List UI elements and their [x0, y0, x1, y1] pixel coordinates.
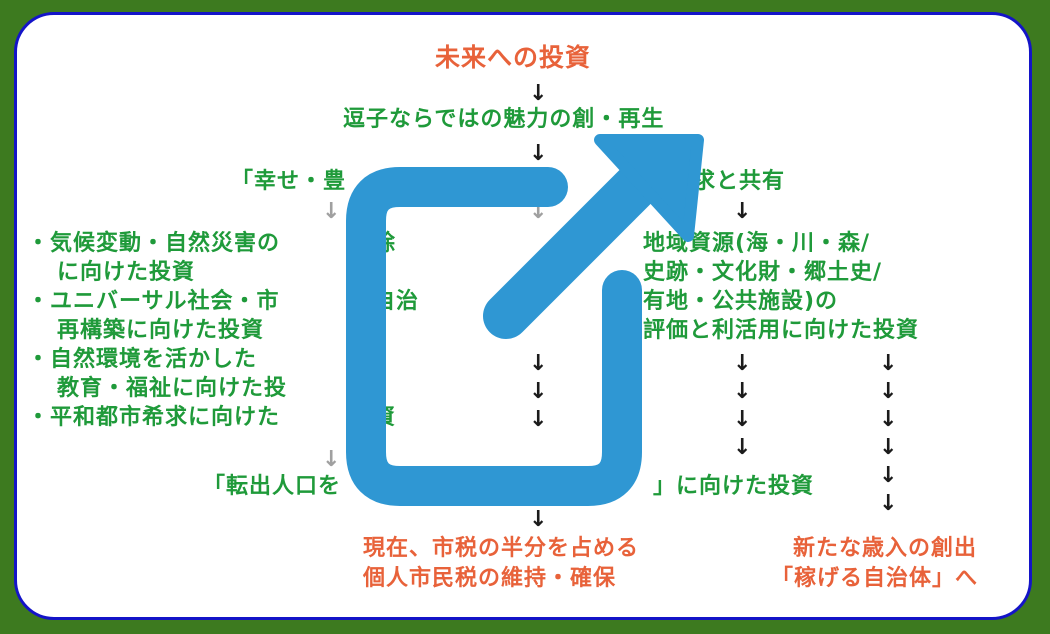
right-item-line1: 地域資源(海・川・森/ — [643, 231, 871, 256]
left-item-1-line1b: 除 — [373, 231, 397, 256]
arrow-down: ↓ — [733, 351, 752, 376]
diagram-panel: 未来への投資 ↓ 逗子ならではの魅力の創・再生 ↓ 「幸せ・豊 値 求と共有 ↓… — [14, 12, 1032, 620]
arrow-down: ↓ — [733, 407, 752, 432]
arrow-down: ↓ — [322, 199, 341, 224]
arrow-down: ↓ — [529, 199, 548, 224]
bottom-heading-right: 」に向けた投資 — [653, 474, 815, 499]
arrow-down: ↓ — [529, 379, 548, 404]
arrow-down: ↓ — [879, 407, 898, 432]
diagram-title: 未来への投資 — [435, 43, 592, 72]
left-item-4-line1: ・平和都市希求に向けた — [27, 405, 281, 430]
right-item-line2: 史跡・文化財・郷土史/ — [643, 260, 883, 285]
left-item-4-line1b: 資 — [373, 405, 397, 430]
left-item-3-line2: 教育・福祉に向けた投 — [57, 376, 288, 401]
outcome-right-line1: 新たな歳入の創出 — [793, 536, 978, 561]
arrow-down: ↓ — [879, 491, 898, 516]
outcome-left-line2: 個人市民税の維持・確保 — [363, 566, 617, 591]
subtitle: 逗子ならではの魅力の創・再生 — [343, 107, 665, 132]
arrow-down: ↓ — [879, 379, 898, 404]
values-heading-mid: 値 — [527, 169, 551, 194]
arrow-down: ↓ — [529, 507, 548, 532]
left-item-2-line1b: 自治 — [373, 289, 420, 314]
right-item-line4: 評価と利活用に向けた投資 — [643, 318, 920, 343]
arrow-down: ↓ — [529, 81, 548, 106]
arrow-down: ↓ — [733, 379, 752, 404]
values-heading-right: 求と共有 — [693, 169, 786, 194]
values-heading-left: 「幸せ・豊 — [231, 169, 347, 194]
arrow-down: ↓ — [879, 351, 898, 376]
left-item-2-line1: ・ユニバーサル社会・市 — [27, 289, 280, 314]
left-item-1-line2: に向けた投資 — [57, 260, 196, 285]
arrow-down: ↓ — [529, 407, 548, 432]
arrow-down: ↓ — [322, 447, 341, 472]
arrow-down: ↓ — [529, 141, 548, 166]
outcome-right-line2: 「稼げる自治体」へ — [771, 566, 979, 591]
left-item-1-line1: ・気候変動・自然災害の — [27, 231, 281, 256]
arrow-down: ↓ — [733, 435, 752, 460]
arrow-down: ↓ — [733, 199, 752, 224]
left-item-3-line1: ・自然環境を活かした — [27, 347, 258, 372]
outcome-left-line1: 現在、市税の半分を占める — [363, 536, 640, 561]
arrow-down: ↓ — [879, 463, 898, 488]
arrow-down: ↓ — [879, 435, 898, 460]
left-item-2-line2: 再構築に向けた投資 — [57, 318, 265, 343]
bottom-heading-left: 「転出人口を — [203, 474, 342, 499]
right-item-line3: 有地・公共施設)の — [643, 289, 839, 314]
arrow-down: ↓ — [529, 351, 548, 376]
